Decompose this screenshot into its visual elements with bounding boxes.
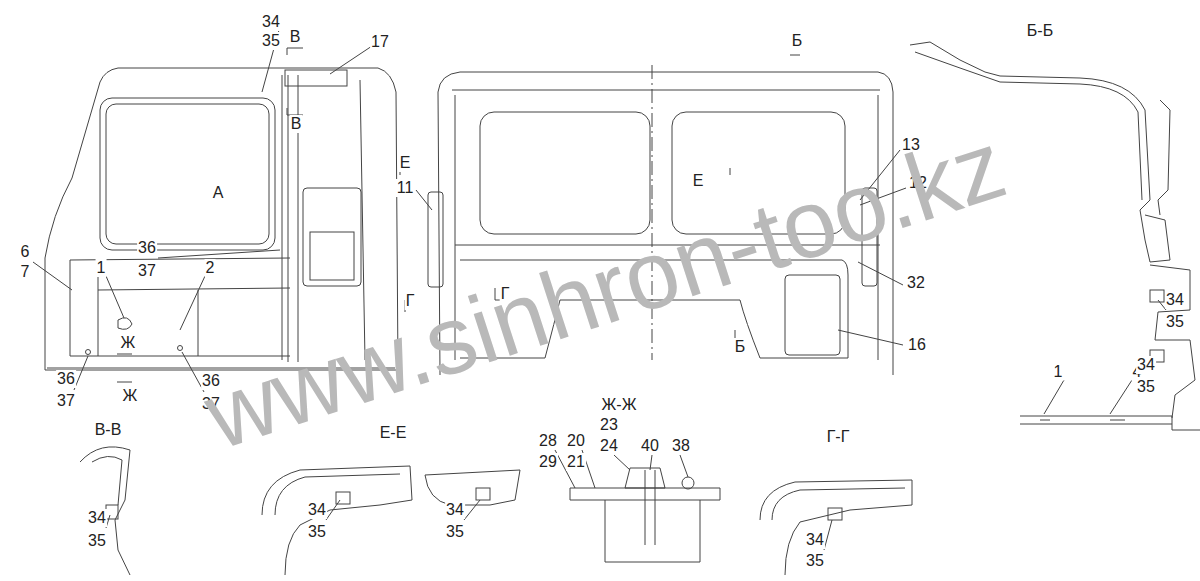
callout-number: 40 [640,437,660,455]
callout-number: 20 [566,432,586,450]
callout-number: 1 [1053,363,1064,381]
callout-number: 35 [1165,313,1185,331]
callout-number: 28 [538,432,558,450]
callout-number: 37 [56,392,76,410]
callout-number: 34 [87,509,107,527]
callout-number: Ж-Ж [601,396,638,414]
callout-number: 36 [56,370,76,388]
callout-number: 34 [1165,291,1185,309]
callout-number: 17 [370,33,390,51]
callout-number: Б-Б [1026,22,1054,40]
callout-number: 34 [261,13,281,31]
callout-number: 35 [805,552,825,570]
callout-number: 34 [1136,356,1156,374]
callout-number: 24 [599,437,619,455]
callout-number: 7 [20,263,31,281]
callout-number: 37 [137,262,157,280]
callout-number: 29 [538,453,558,471]
callout-number: 35 [445,523,465,541]
callout-number: Б [791,32,804,50]
callout-number: 34 [307,501,327,519]
callout-number: 23 [599,416,619,434]
callout-number: А [212,184,225,202]
callout-number: В [289,28,302,46]
callout-number: Е [692,172,705,190]
callout-number: В-В [94,421,123,439]
callout-number: Е-Е [379,424,408,442]
callout-number: 35 [307,523,327,541]
callout-number: 21 [566,453,586,471]
callout-number: 38 [671,437,691,455]
callout-number: Ж [120,334,137,352]
callout-number: 11 [396,179,415,197]
callout-number: Ж [122,387,139,405]
callout-number: 34 [805,531,825,549]
callout-number: 2 [205,259,216,277]
callout-number: Г-Г [826,428,851,446]
callout-number: 16 [907,336,927,354]
callout-number: Е [399,154,412,172]
callout-number: 35 [261,32,281,50]
callout-number: В [290,115,303,133]
callout-number: 1 [96,259,107,277]
callout-number: 6 [20,243,31,261]
callout-number: 32 [906,274,926,292]
callout-number: 36 [137,239,157,257]
callout-number: 35 [87,532,107,550]
callout-number: 35 [1136,378,1156,396]
callout-number: Б [734,338,747,356]
callout-number: 34 [445,501,465,519]
